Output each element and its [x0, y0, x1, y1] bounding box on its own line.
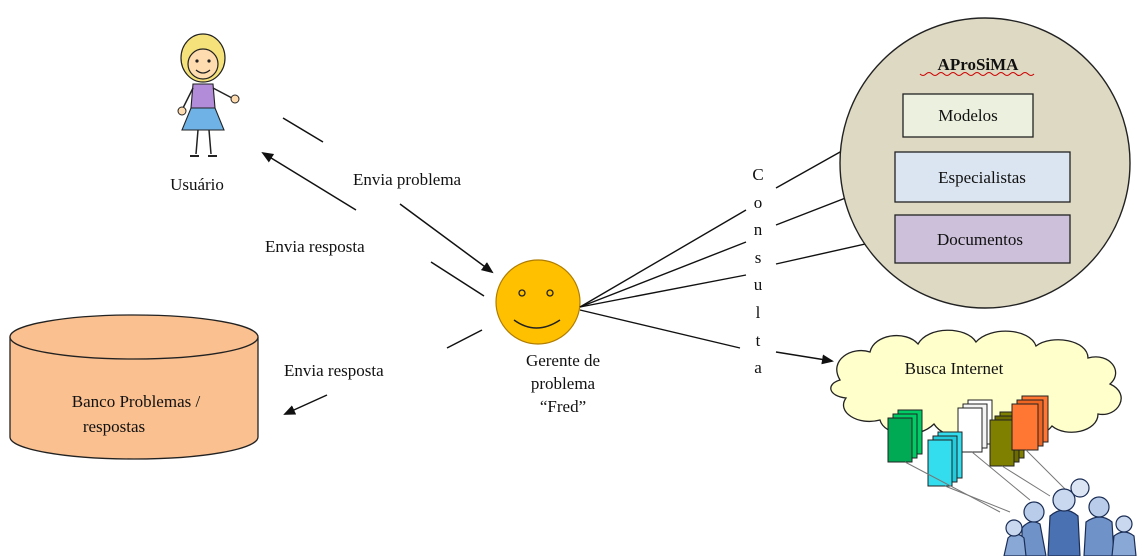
manager-label-line3: “Fred”	[540, 397, 586, 416]
database-cylinder-icon	[9, 314, 259, 460]
consulta-lines	[579, 209, 747, 349]
arrow-send-answer-db	[283, 329, 483, 415]
database-label-line2: respostas	[83, 417, 145, 436]
user-label: Usuário	[170, 175, 224, 194]
arrow-send-answer-user	[261, 151, 485, 297]
consulta-letter: n	[754, 220, 763, 239]
aprosima-box-modelos: Modelos	[902, 93, 1034, 138]
docs-to-people-lines	[904, 449, 1071, 513]
document-stacks-icon	[887, 395, 1049, 487]
manager-label-line2: problema	[531, 374, 596, 393]
consulta-letter: u	[754, 275, 763, 294]
consulta-letter: o	[754, 193, 763, 212]
manager-label-line1: Gerente de	[526, 351, 600, 370]
spellcheck-squiggle	[919, 72, 1035, 76]
consulta-letter: s	[755, 248, 762, 267]
people-group-icon	[1003, 478, 1137, 556]
manager-smiley-icon	[495, 259, 581, 345]
send-answer-db-label: Envia resposta	[284, 361, 384, 380]
consulta-letter: C	[752, 165, 763, 184]
internet-label: Busca Internet	[905, 359, 1004, 378]
consulta-letter: a	[754, 358, 762, 377]
send-answer-user-label: Envia resposta	[265, 237, 365, 256]
database-label-line1: Banco Problemas /	[72, 392, 201, 411]
consulta-letter: t	[756, 331, 761, 350]
user-figure-icon	[177, 33, 240, 157]
doc-orange-icon	[1011, 395, 1049, 451]
consulta-vertical-label: C o n s u l t a	[752, 165, 763, 377]
consulta-letter: l	[756, 303, 761, 322]
especialistas-label: Especialistas	[938, 168, 1026, 187]
arrow-send-problem	[282, 117, 494, 274]
doc-cyan-icon	[927, 431, 963, 487]
modelos-label: Modelos	[938, 106, 998, 125]
aprosima-box-especialistas: Especialistas	[894, 151, 1071, 203]
aprosima-box-documentos: Documentos	[894, 214, 1071, 264]
send-problem-label: Envia problema	[353, 170, 462, 189]
aprosima-title: AProSiMA	[938, 55, 1020, 74]
doc-white-icon	[957, 399, 993, 453]
doc-green-icon	[887, 409, 923, 463]
documentos-label: Documentos	[937, 230, 1023, 249]
